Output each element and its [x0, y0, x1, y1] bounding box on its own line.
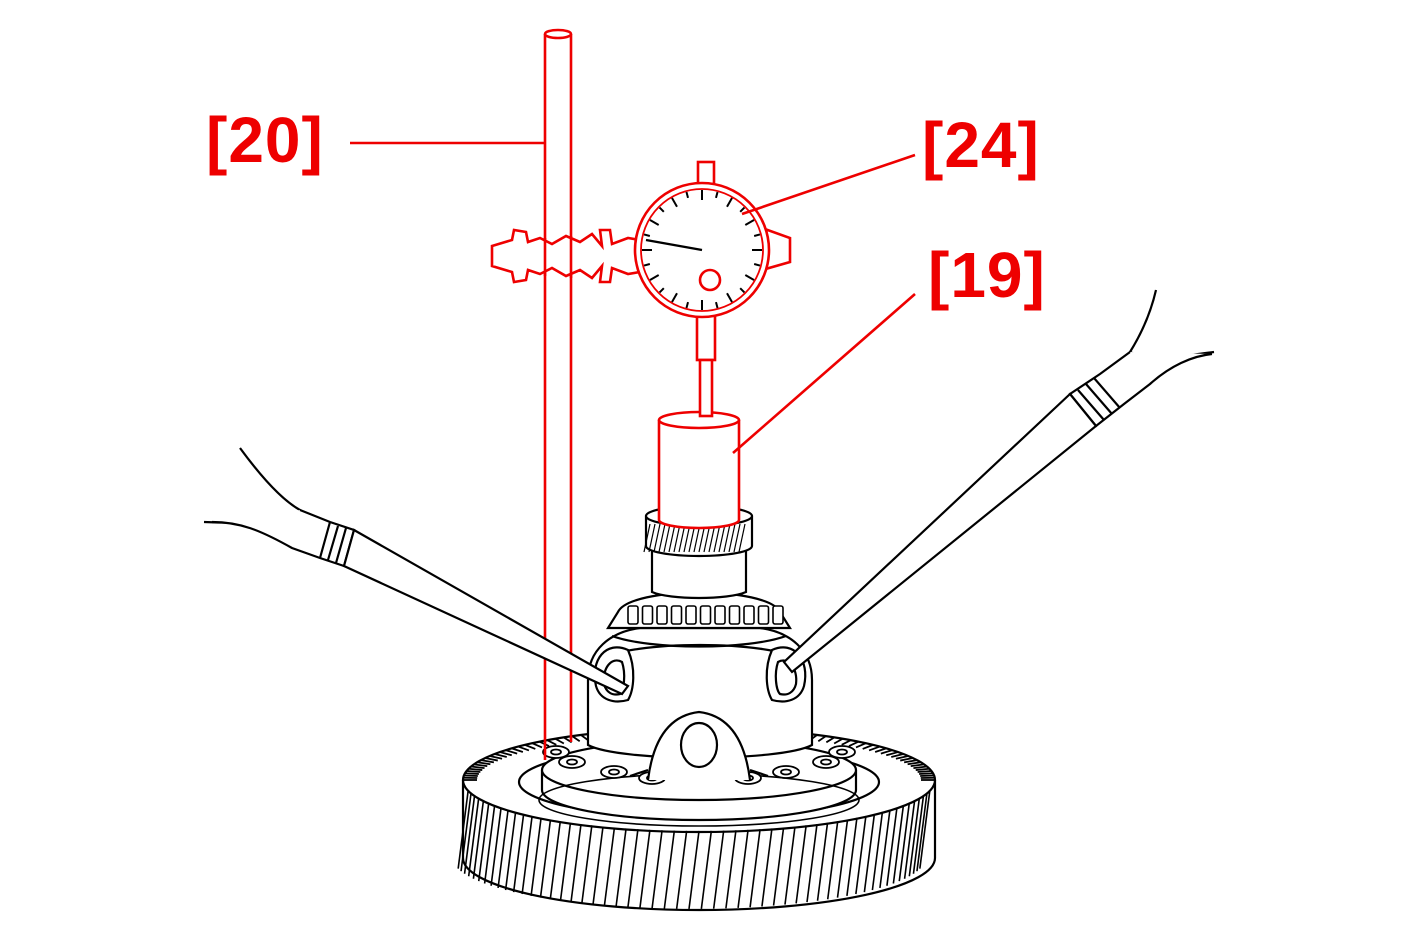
leader-line-dial-indicator	[742, 155, 915, 214]
callout-adapter-label: [19]	[928, 243, 1046, 307]
callout-stand-label: [20]	[206, 108, 324, 172]
pry-bar-icon	[784, 290, 1214, 672]
pry-bar-icon	[204, 448, 628, 694]
callout-leader-lines	[350, 143, 915, 453]
leader-line-adapter	[733, 294, 915, 453]
dial-indicator-icon	[635, 162, 790, 416]
adapter-icon	[659, 412, 739, 528]
callout-dial-indicator-label: [24]	[922, 113, 1040, 177]
bearing-icon	[628, 606, 783, 624]
